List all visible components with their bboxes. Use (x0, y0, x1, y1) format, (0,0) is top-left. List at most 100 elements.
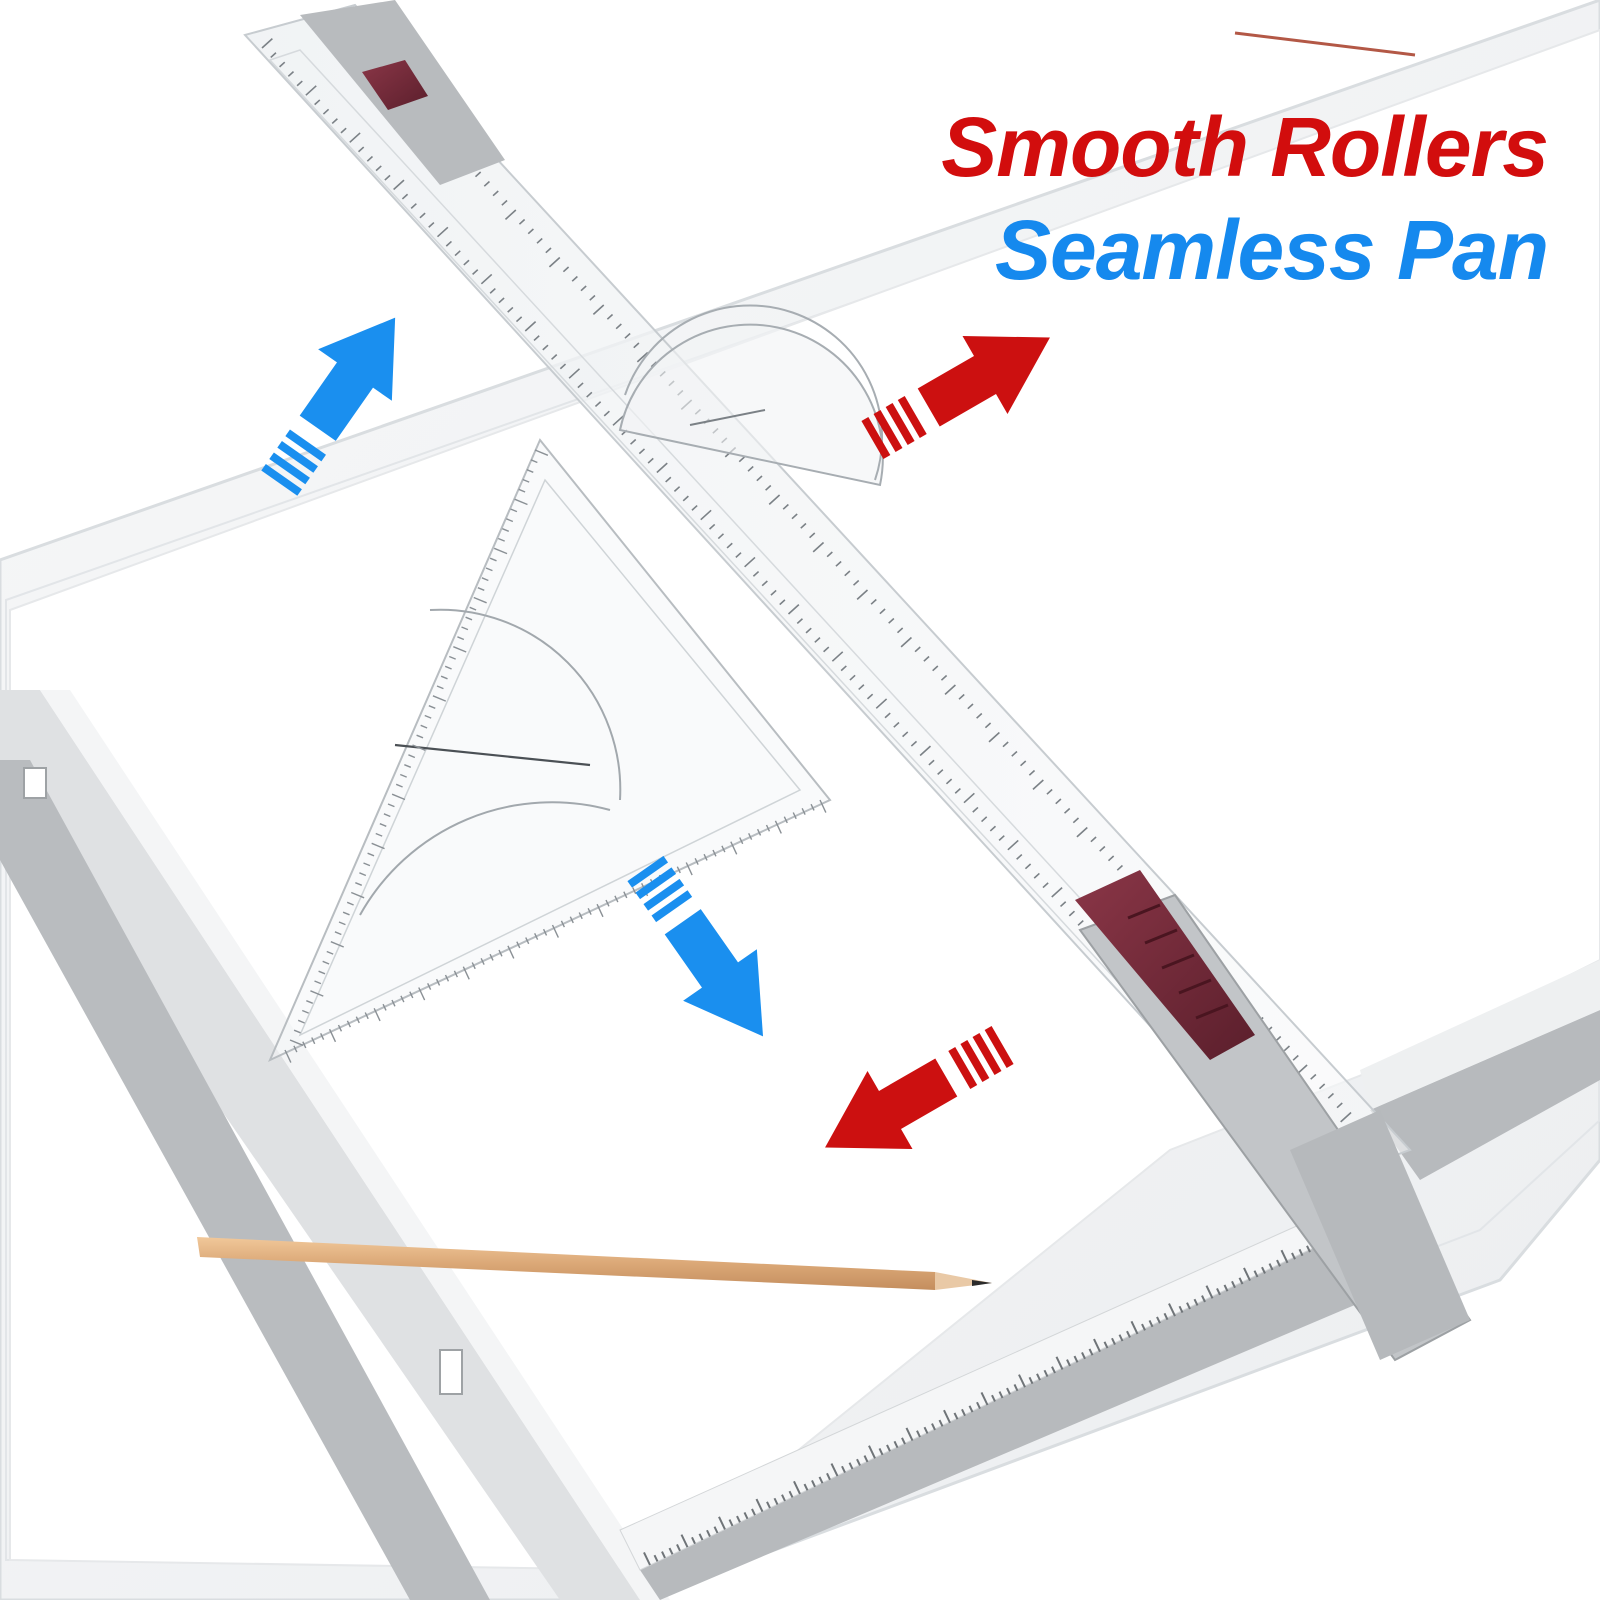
tick-mark (954, 787, 961, 794)
tick-mark (856, 589, 869, 600)
tick-mark (1007, 839, 1019, 851)
tick-mark (525, 937, 530, 945)
tick-mark (682, 495, 689, 502)
tick-mark (586, 391, 593, 398)
tick-mark (357, 146, 365, 153)
tick-mark (1072, 817, 1080, 824)
tick-mark (559, 363, 567, 370)
tick-mark (293, 1045, 298, 1053)
tick-mark (1103, 1341, 1109, 1349)
tick-mark (849, 674, 856, 681)
tick-mark (296, 80, 303, 87)
tick-mark (691, 1536, 696, 1545)
tick-mark (1018, 1374, 1026, 1388)
tick-mark (647, 457, 654, 464)
tick-mark (444, 974, 450, 982)
tick-mark (428, 705, 436, 709)
tick-mark (318, 970, 326, 975)
tick-mark (953, 1412, 959, 1420)
tick-mark (1032, 779, 1044, 790)
tick-mark (522, 478, 530, 483)
tick-mark (498, 297, 505, 304)
tick-mark (958, 693, 965, 700)
tick-mark (636, 351, 649, 363)
tick-mark (1111, 1337, 1116, 1345)
tick-mark (805, 627, 812, 634)
tick-mark (706, 1529, 711, 1537)
tick-mark (676, 1544, 681, 1552)
tick-mark (518, 218, 526, 225)
tick-mark (364, 1012, 369, 1020)
tick-mark (668, 1547, 674, 1555)
tick-mark (1016, 853, 1023, 860)
tick-mark (1148, 1320, 1154, 1328)
tick-mark (793, 1480, 801, 1495)
tick-mark (770, 589, 777, 596)
tick-mark (412, 744, 426, 751)
board-edge-mark (1234, 31, 1416, 57)
tick-mark (587, 908, 592, 915)
tick-mark (545, 247, 552, 254)
tick-mark (708, 523, 716, 530)
tick-mark (1168, 1303, 1176, 1317)
tick-mark (342, 911, 350, 916)
tick-mark (632, 887, 637, 895)
tick-mark (375, 832, 383, 837)
tick-mark (1178, 1305, 1184, 1313)
tick-mark (502, 528, 510, 532)
tick-mark (841, 1465, 846, 1473)
tick-mark (461, 626, 469, 631)
tick-mark (676, 866, 681, 874)
tick-mark (866, 693, 874, 700)
tick-mark (1028, 769, 1036, 776)
tick-mark (568, 368, 581, 379)
tick-mark (440, 675, 448, 680)
tick-mark (409, 991, 414, 999)
tick-mark (858, 684, 865, 691)
tick-mark (395, 783, 403, 788)
tick-mark (1073, 1355, 1079, 1363)
tick-mark (1205, 1285, 1214, 1299)
tick-mark (306, 1000, 314, 1004)
tick-mark (830, 1463, 839, 1477)
tick-mark (293, 1029, 301, 1034)
tick-mark (408, 754, 416, 759)
tick-mark (1066, 1359, 1071, 1367)
tick-mark (826, 551, 833, 558)
tick-mark (534, 933, 539, 940)
tick-mark (783, 816, 788, 824)
tick-mark (940, 674, 948, 681)
tick-mark (548, 256, 561, 268)
tick-mark (1055, 798, 1062, 805)
tick-mark (800, 522, 807, 529)
tick-mark (981, 816, 988, 823)
tick-mark (301, 1009, 309, 1014)
tick-mark (888, 617, 895, 624)
tick-mark (322, 108, 330, 115)
tick-mark (603, 410, 610, 417)
tick-mark (359, 872, 367, 877)
tick-mark (989, 825, 997, 832)
tick-mark (1280, 1249, 1289, 1264)
tick-mark (1327, 1092, 1334, 1099)
tick-mark (473, 596, 487, 604)
tick-mark (592, 304, 605, 315)
tick-mark (472, 269, 479, 275)
tick-mark (779, 599, 786, 606)
tick-mark (788, 1490, 794, 1498)
tick-mark (311, 1037, 316, 1045)
tick-mark (480, 273, 493, 285)
tick-mark (937, 769, 944, 775)
tick-mark (665, 476, 672, 483)
tick-mark (852, 579, 860, 586)
tick-mark (638, 448, 646, 455)
tick-mark (736, 1515, 741, 1523)
tick-mark (988, 731, 1000, 743)
tick-mark (391, 999, 396, 1007)
tick-mark (349, 132, 361, 143)
right-edge-rail (1360, 960, 1600, 1180)
tick-mark (337, 1024, 343, 1032)
tick-mark (373, 1008, 381, 1022)
tick-mark (976, 1401, 981, 1409)
